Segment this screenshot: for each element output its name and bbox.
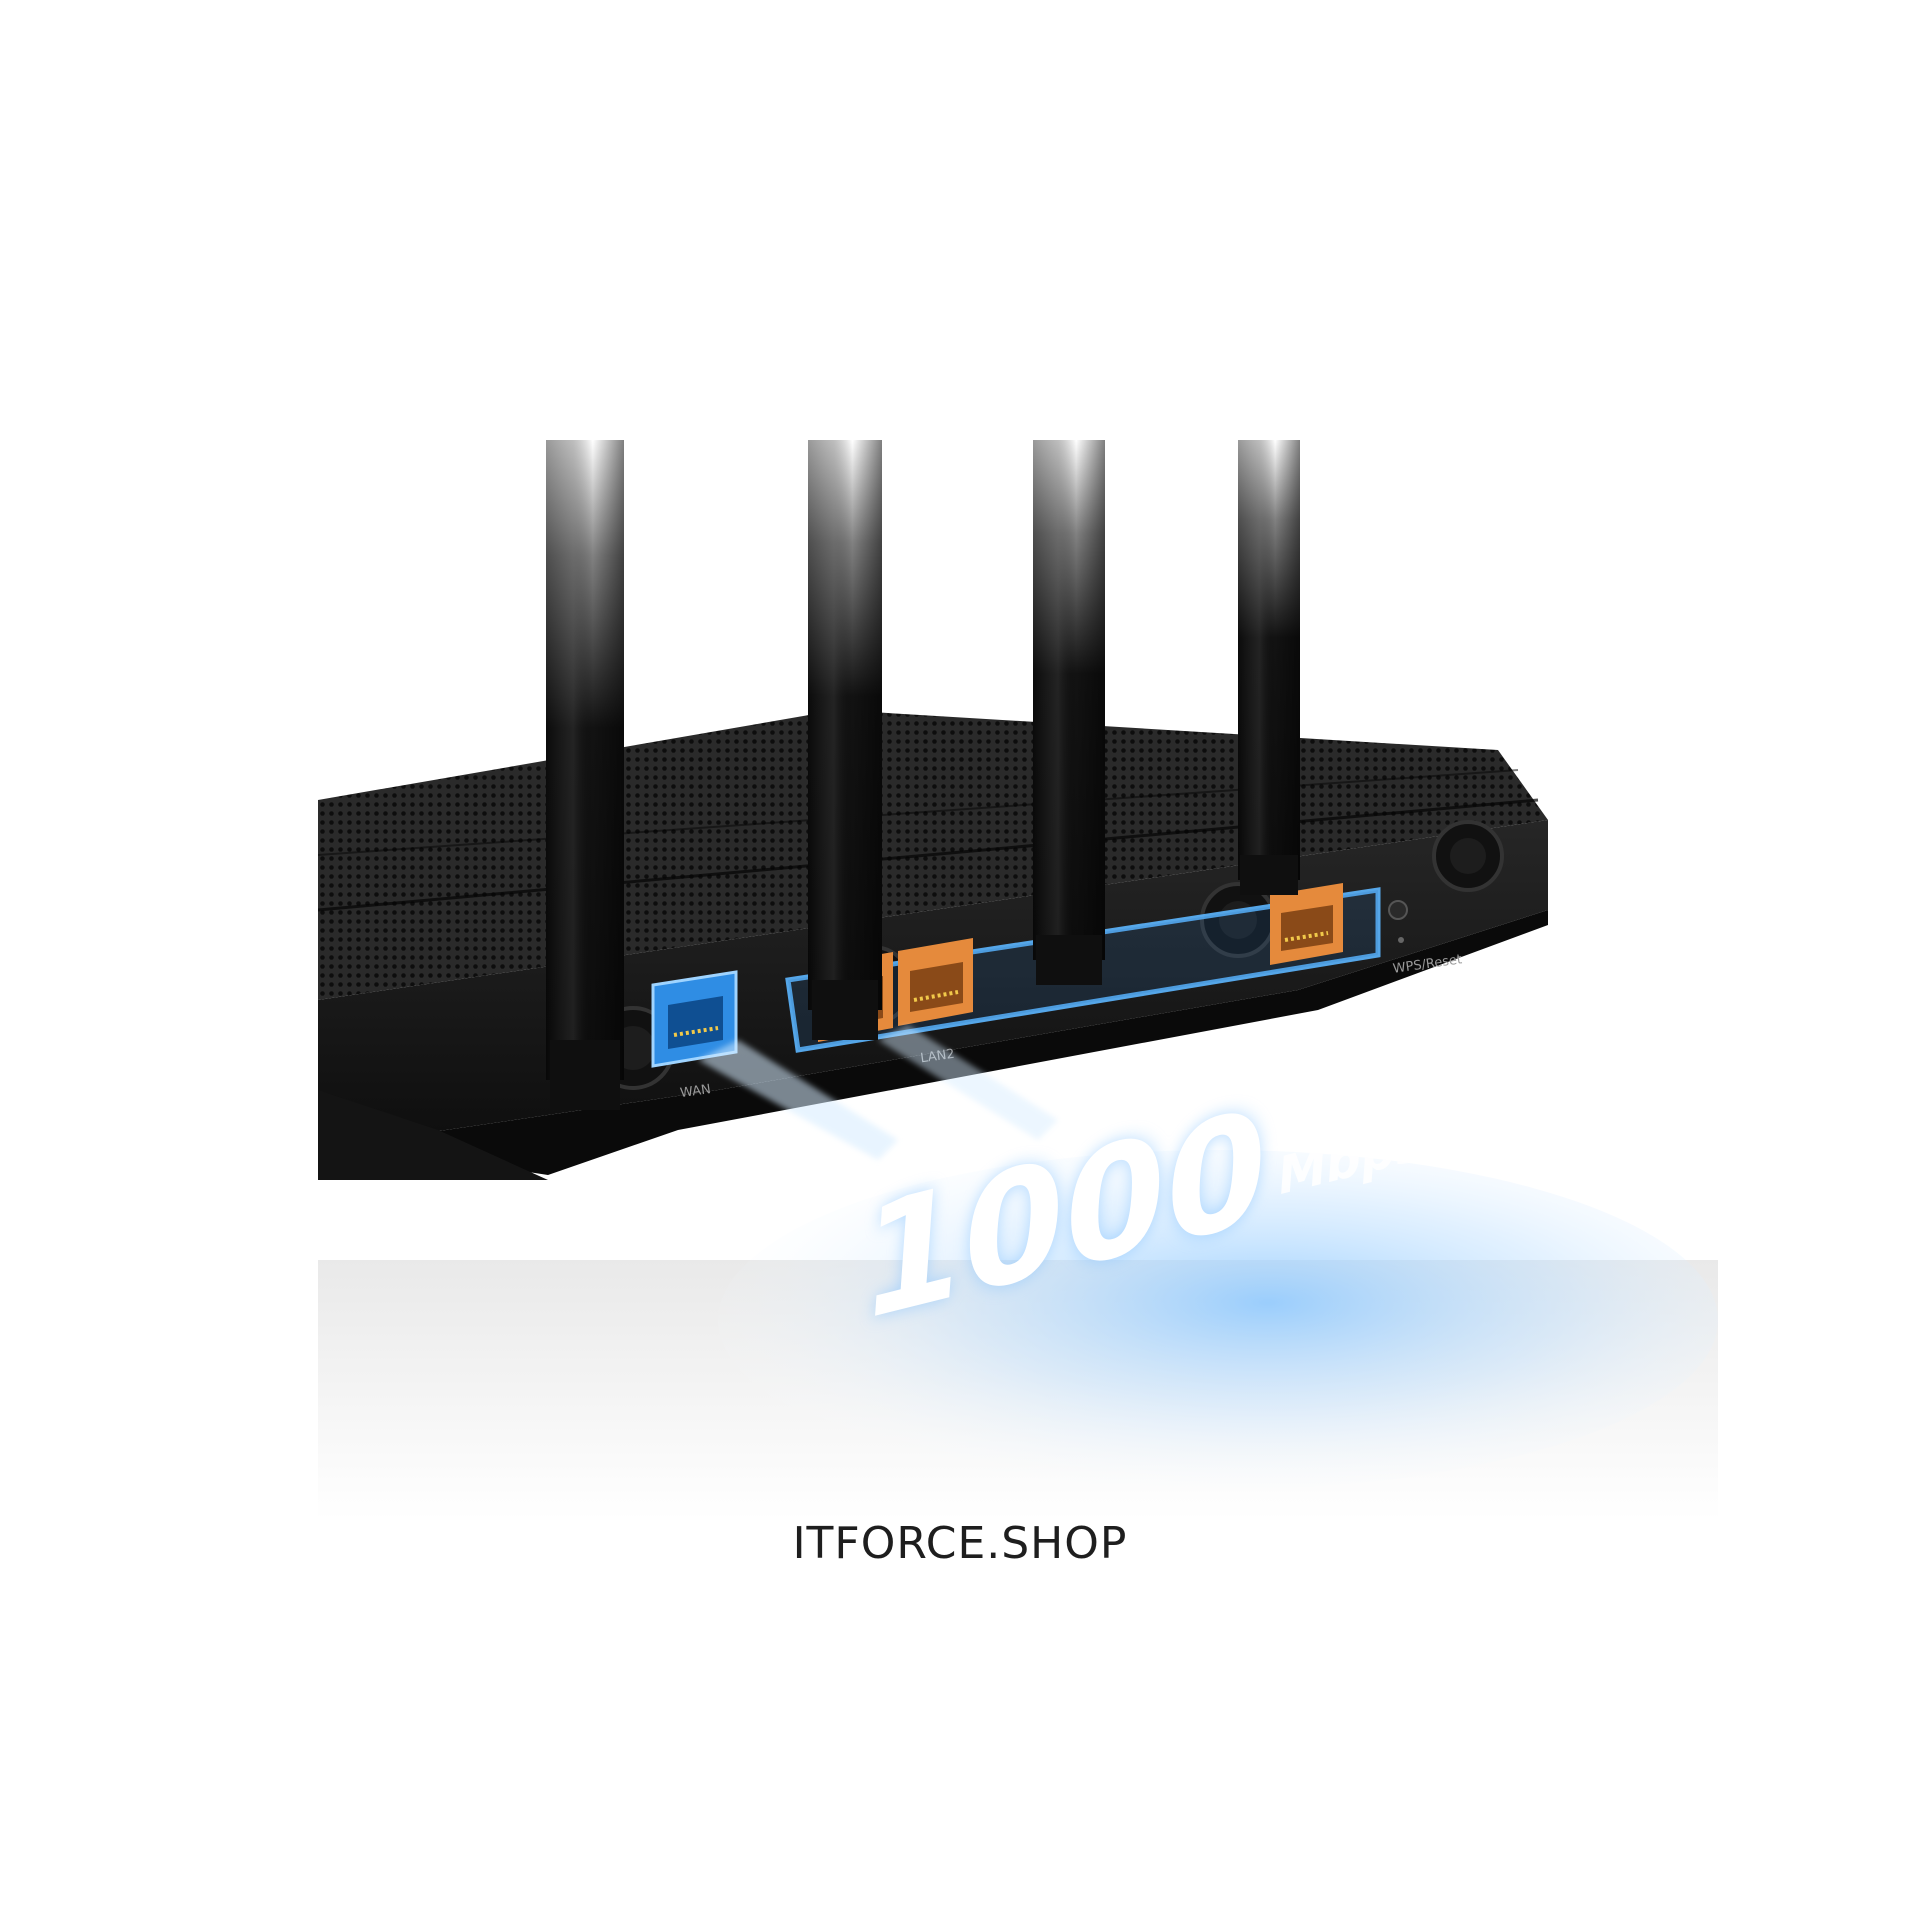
antenna-1 (546, 440, 624, 1110)
antenna-4 (1238, 440, 1300, 895)
antenna-3 (1033, 440, 1105, 985)
antenna-2 (808, 440, 882, 1040)
store-caption: ITFORCE.SHOP (792, 1518, 1128, 1569)
wan-port-label: WAN (679, 1082, 712, 1101)
router-product-photo: WAN LAN2 WPS/Reset 1000 (318, 440, 1718, 1520)
